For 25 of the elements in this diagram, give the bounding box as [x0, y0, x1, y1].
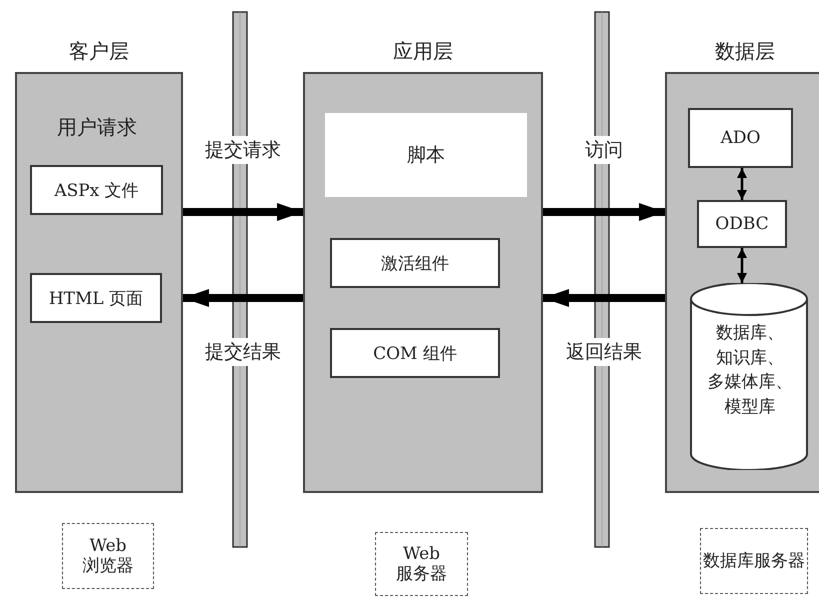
- arrow: [543, 203, 665, 221]
- arrow: [183, 203, 303, 221]
- edge-label: 返回结果: [566, 338, 642, 366]
- component-box: ASPx 文件: [30, 165, 163, 215]
- script-area: 脚本: [325, 113, 527, 197]
- component-box: ADO: [688, 108, 793, 168]
- section-label: 用户请求: [57, 114, 137, 141]
- server-box: Web 服务器: [375, 532, 468, 596]
- server-box: 数据库服务器: [700, 528, 808, 594]
- arrow: [543, 289, 665, 307]
- layer-heading: 客户层: [68, 38, 130, 65]
- component-box: ODBC: [697, 200, 787, 248]
- layer-heading: 数据层: [714, 38, 776, 65]
- edge-label: 提交结果: [205, 338, 281, 366]
- layer-heading: 应用层: [392, 38, 454, 65]
- arrow: [737, 168, 747, 200]
- edge-label: 访问: [585, 136, 623, 164]
- edge-label: 提交请求: [205, 136, 281, 164]
- arrow: [183, 289, 303, 307]
- component-box: COM 组件: [330, 328, 500, 378]
- server-box: Web 浏览器: [62, 523, 154, 589]
- arrow: [737, 248, 747, 283]
- component-box: 激活组件: [330, 238, 500, 288]
- component-box: HTML 页面: [30, 273, 162, 323]
- database-cylinder: 数据库、知识库、多媒体库、模型库: [690, 283, 808, 470]
